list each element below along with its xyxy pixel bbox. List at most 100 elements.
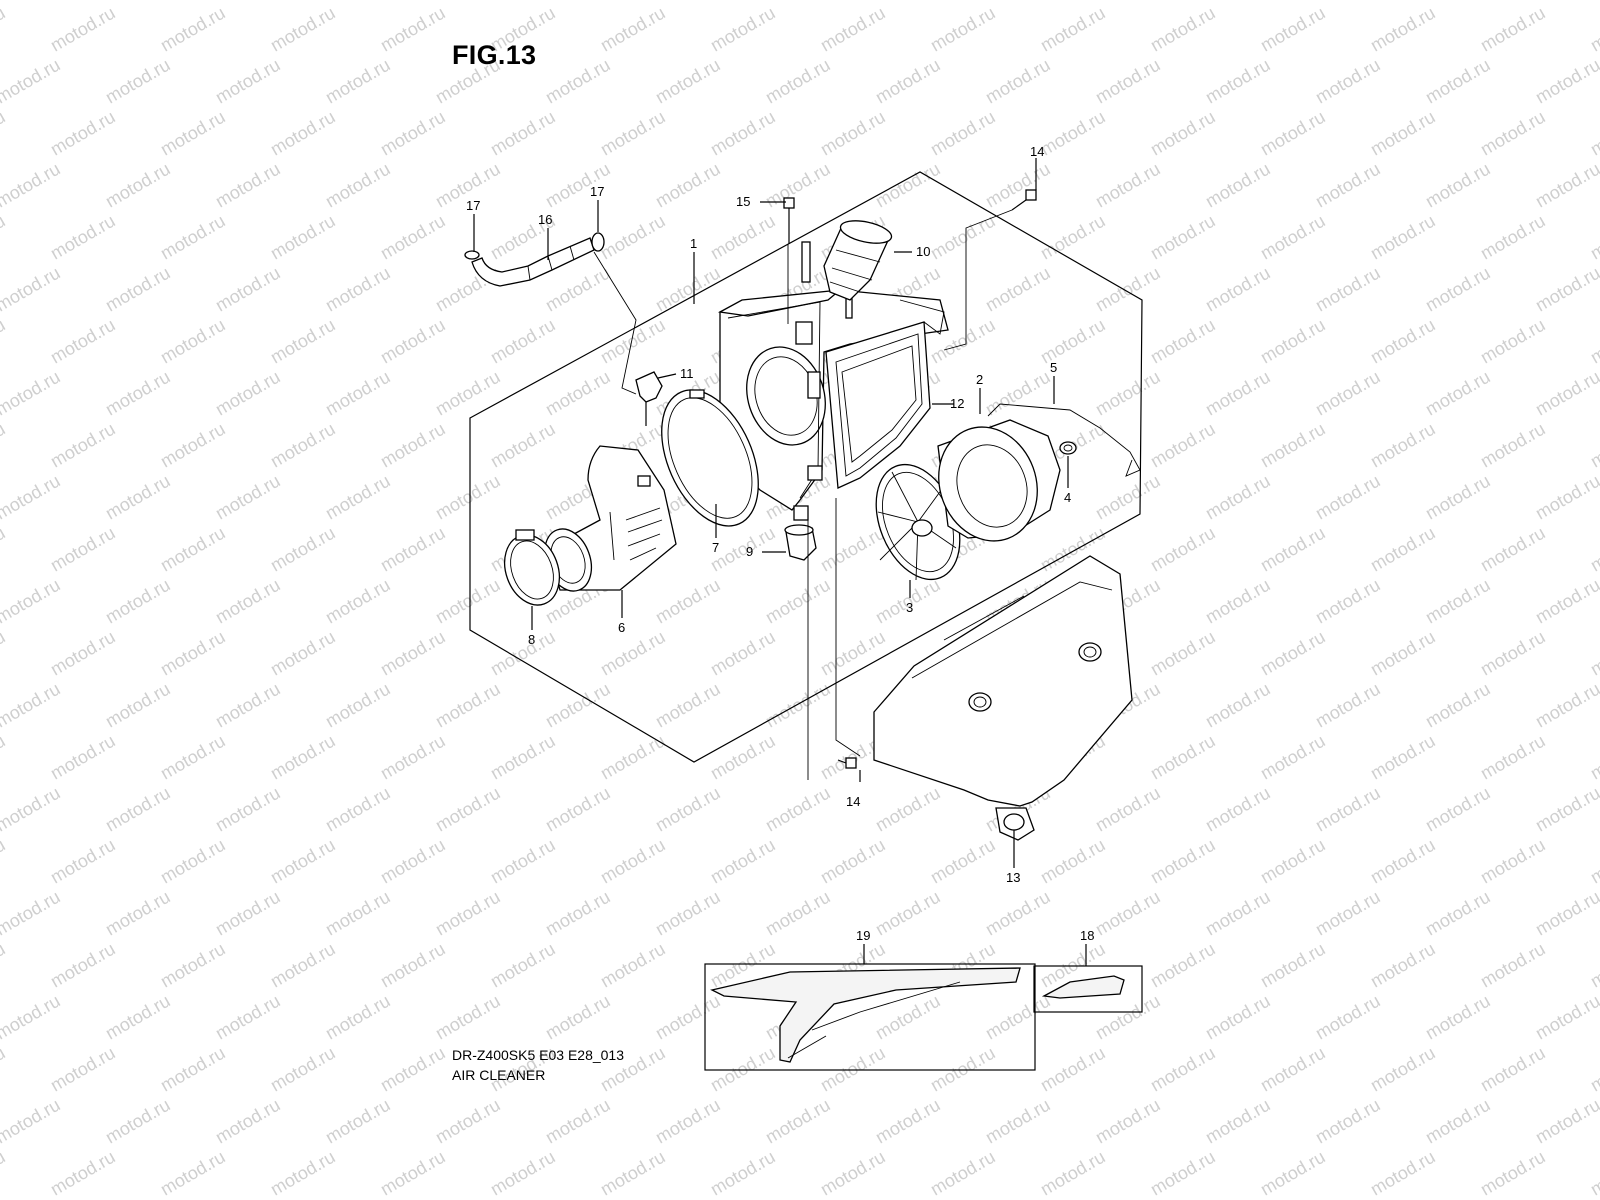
- watermark-text: motod.ru: [817, 1147, 889, 1200]
- watermark-text: motod.ru: [47, 835, 119, 888]
- watermark-text: motod.ru: [1367, 3, 1439, 56]
- watermark-text: motod.ru: [0, 1147, 9, 1200]
- watermark-text: motod.ru: [1422, 159, 1494, 212]
- watermark-text: motod.ru: [927, 211, 999, 264]
- watermark-text: motod.ru: [817, 107, 889, 160]
- part-14-screw-top: [1011, 189, 1037, 211]
- watermark-text: motod.ru: [1367, 627, 1439, 680]
- watermark-text: motod.ru: [377, 1147, 449, 1200]
- watermark-text: motod.ru: [157, 523, 229, 576]
- watermark-text: motod.ru: [1587, 523, 1600, 576]
- watermark-text: motod.ru: [1532, 575, 1600, 628]
- part-2-filter: [937, 419, 1061, 542]
- watermark-text: motod.ru: [542, 367, 614, 420]
- callout-11: 11: [680, 366, 694, 381]
- watermark-text: motod.ru: [1587, 107, 1600, 160]
- watermark-text: motod.ru: [1202, 679, 1274, 732]
- watermark-text: motod.ru: [47, 107, 119, 160]
- watermark-text: motod.ru: [322, 575, 394, 628]
- watermark-text: motod.ru: [1147, 315, 1219, 368]
- watermark-text: motod.ru: [652, 55, 724, 108]
- watermark-text: motod.ru: [212, 1095, 284, 1148]
- part-17-clamp-right: [591, 232, 605, 252]
- watermark-text: motod.ru: [0, 1095, 64, 1148]
- watermark-text: motod.ru: [212, 887, 284, 940]
- watermark-text: motod.ru: [157, 1043, 229, 1096]
- watermark-text: motod.ru: [1532, 887, 1600, 940]
- watermark-text: motod.ru: [1422, 55, 1494, 108]
- watermark-text: motod.ru: [212, 159, 284, 212]
- callout-9: 9: [746, 544, 753, 559]
- watermark-text: motod.ru: [817, 3, 889, 56]
- watermark-text: motod.ru: [1477, 731, 1549, 784]
- callout-8: 8: [528, 632, 535, 647]
- watermark-text: motod.ru: [1257, 523, 1329, 576]
- watermark-text: motod.ru: [157, 315, 229, 368]
- callout-17-right: 17: [590, 184, 604, 199]
- watermark-text: motod.ru: [432, 0, 504, 3]
- watermark-text: motod.ru: [1367, 731, 1439, 784]
- watermark-text: motod.ru: [1422, 575, 1494, 628]
- watermark-text: motod.ru: [1312, 471, 1384, 524]
- watermark-text: motod.ru: [1477, 211, 1549, 264]
- figure-title: FIG.13: [452, 40, 537, 70]
- watermark-text: motod.ru: [1477, 523, 1549, 576]
- watermark-text: motod.ru: [1257, 1147, 1329, 1200]
- watermark-text: motod.ru: [927, 107, 999, 160]
- watermark-text: motod.ru: [102, 55, 174, 108]
- watermark-text: motod.ru: [1422, 471, 1494, 524]
- watermark-text: motod.ru: [817, 627, 889, 680]
- watermark-text: motod.ru: [487, 107, 559, 160]
- watermark-text: motod.ru: [377, 315, 449, 368]
- watermark-text: motod.ru: [0, 887, 64, 940]
- watermark-text: motod.ru: [597, 627, 669, 680]
- watermark-text: motod.ru: [267, 939, 339, 992]
- watermark-text: motod.ru: [1202, 367, 1274, 420]
- watermark-text: motod.ru: [432, 367, 504, 420]
- watermark-text: motod.ru: [982, 55, 1054, 108]
- watermark-text: motod.ru: [0, 835, 9, 888]
- watermark-text: motod.ru: [1422, 887, 1494, 940]
- watermark-text: motod.ru: [267, 315, 339, 368]
- watermark-text: motod.ru: [927, 1043, 999, 1096]
- watermark-text: motod.ru: [267, 3, 339, 56]
- watermark-text: motod.ru: [1202, 471, 1274, 524]
- callout-14-top: 14: [1030, 144, 1044, 159]
- watermark-text: motod.ru: [102, 159, 174, 212]
- watermark-text: motod.ru: [1037, 1147, 1109, 1200]
- watermark-text: motod.ru: [267, 835, 339, 888]
- watermark-text: motod.ru: [1147, 1043, 1219, 1096]
- watermark-text: motod.ru: [707, 835, 779, 888]
- watermark-text: motod.ru: [212, 783, 284, 836]
- watermark-text: motod.ru: [1147, 523, 1219, 576]
- part-15-screw: [783, 197, 795, 244]
- watermark-text: motod.ru: [487, 835, 559, 888]
- watermark-text: motod.ru: [1037, 3, 1109, 56]
- watermark-text: motod.ru: [1202, 783, 1274, 836]
- callout-6: 6: [618, 620, 625, 635]
- watermark-text: motod.ru: [1532, 1095, 1600, 1148]
- watermark-text: motod.ru: [267, 731, 339, 784]
- watermark-text: motod.ru: [1092, 159, 1164, 212]
- watermark-text: motod.ru: [1532, 367, 1600, 420]
- watermark-text: motod.ru: [1202, 159, 1274, 212]
- watermark-text: motod.ru: [102, 367, 174, 420]
- watermark-text: motod.ru: [102, 679, 174, 732]
- watermark-text: motod.ru: [1532, 159, 1600, 212]
- watermark-text: motod.ru: [157, 731, 229, 784]
- watermark-text: motod.ru: [1477, 3, 1549, 56]
- watermark-text: motod.ru: [1422, 783, 1494, 836]
- watermark-text: motod.ru: [542, 1095, 614, 1148]
- callout-12: 12: [950, 396, 964, 411]
- watermark-text: motod.ru: [322, 367, 394, 420]
- watermark-text: motod.ru: [1202, 991, 1274, 1044]
- watermark-text: motod.ru: [1422, 1095, 1494, 1148]
- watermark-text: motod.ru: [432, 471, 504, 524]
- watermark-text: motod.ru: [1367, 315, 1439, 368]
- watermark-text: motod.ru: [597, 211, 669, 264]
- watermark-text: motod.ru: [0, 315, 9, 368]
- watermark-text: motod.ru: [872, 55, 944, 108]
- watermark-text: motod.ru: [377, 939, 449, 992]
- watermark-text: motod.ru: [487, 315, 559, 368]
- watermark-text: motod.ru: [432, 991, 504, 1044]
